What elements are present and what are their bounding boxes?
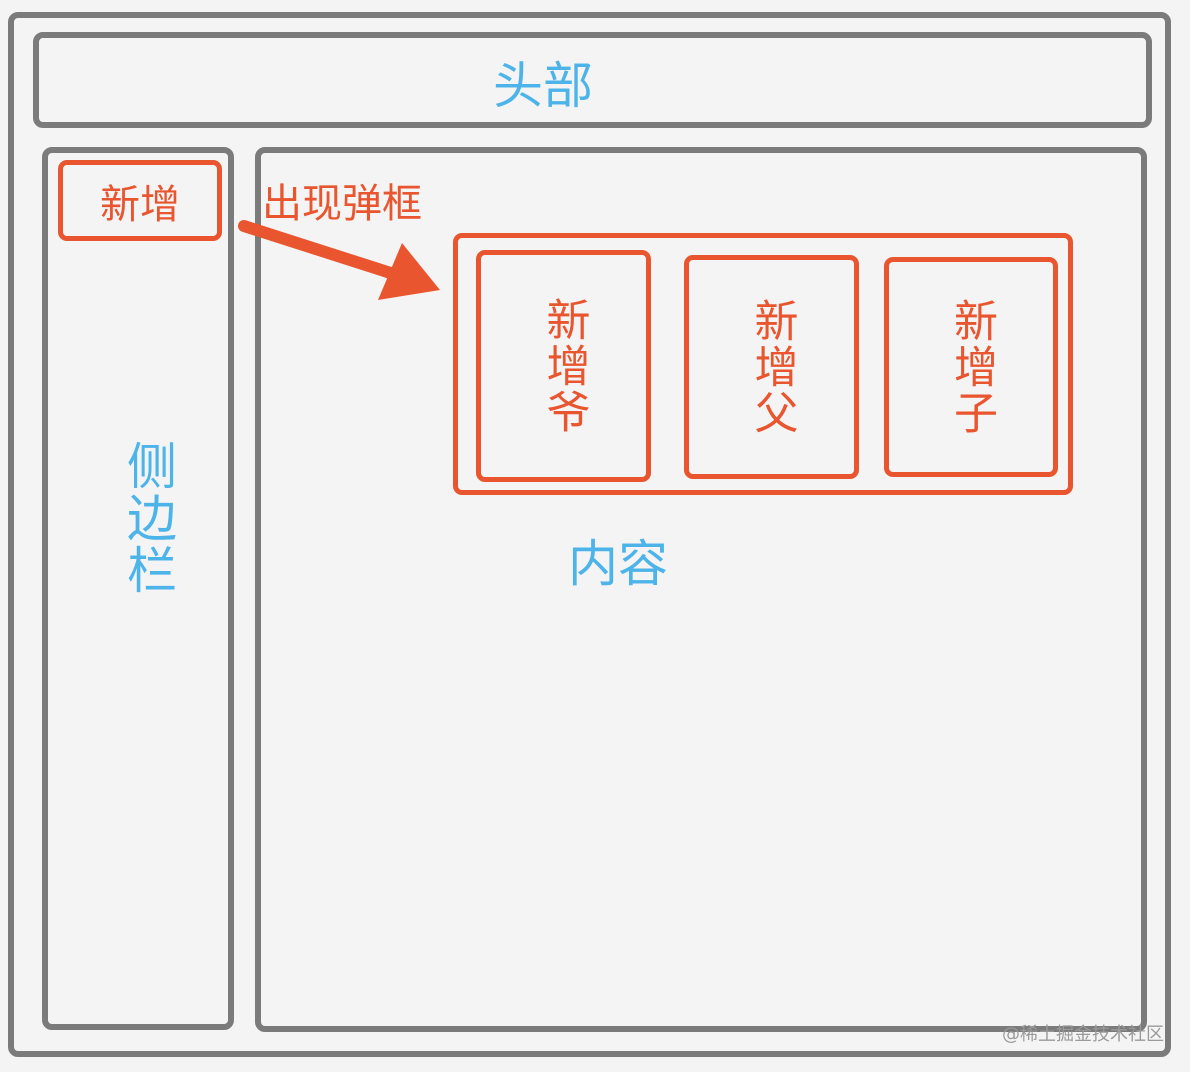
card-label: 新增子 bbox=[946, 298, 997, 436]
watermark: @稀土掘金技术社区 bbox=[1002, 1024, 1164, 1045]
sidebar-region bbox=[42, 147, 234, 1030]
annotation-text: 出现弹框 bbox=[262, 181, 422, 227]
add-parent-card[interactable]: 新增父 bbox=[684, 255, 859, 479]
add-button-label: 新增 bbox=[100, 181, 180, 228]
card-label: 新增爷 bbox=[538, 297, 590, 435]
sidebar-add-button[interactable]: 新增 bbox=[58, 160, 222, 241]
sidebar-label: 侧边栏 bbox=[119, 440, 177, 596]
content-label: 内容 bbox=[568, 535, 668, 593]
header-region bbox=[33, 32, 1152, 128]
add-grandparent-card[interactable]: 新增爷 bbox=[476, 250, 651, 482]
popup-dialog bbox=[453, 233, 1073, 495]
app-frame bbox=[8, 12, 1171, 1057]
content-region bbox=[255, 147, 1147, 1032]
card-label: 新增父 bbox=[746, 298, 798, 436]
header-label: 头部 bbox=[493, 57, 593, 115]
add-child-card[interactable]: 新增子 bbox=[884, 257, 1058, 477]
